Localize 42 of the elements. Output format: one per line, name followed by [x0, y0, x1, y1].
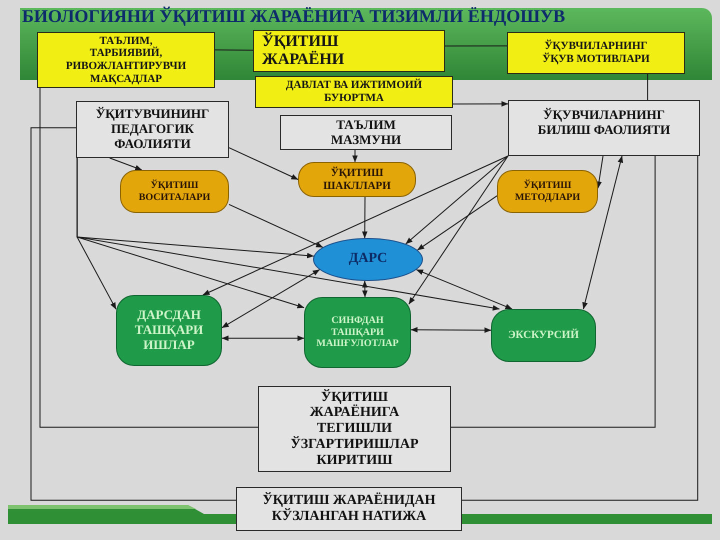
process-box: ТАЪЛИМ МАЗМУНИ — [280, 115, 452, 150]
arrow — [202, 156, 508, 296]
arrow — [417, 195, 498, 251]
process-box: ТАЪЛИМ, ТАРБИЯВИЙ, РИВОЖЛАНТИРУВЧИ МАҚСАДЛАР — [37, 32, 215, 88]
process-box: ЎҚИТИШ ЖАРАЁНИ — [253, 30, 445, 72]
arrow — [408, 156, 508, 305]
arrow — [362, 196, 368, 238]
double-arrow — [410, 326, 492, 333]
double-arrow — [222, 335, 304, 342]
process-box: ЎҚИТИШ ЖАРАЁНИДАН КЎЗЛАНГАН НАТИЖА — [236, 487, 462, 531]
arrow — [452, 101, 508, 107]
process-box: ЎҚУВЧИЛАРНИНГ ЎҚУВ МОТИВЛАРИ — [507, 32, 685, 74]
double-arrow — [222, 269, 320, 328]
connector-line — [450, 156, 656, 428]
connector-line — [444, 45, 508, 46]
ellipse-node: ДАРС — [313, 238, 423, 281]
rounded-box: ЎҚИТИШ ВОСИТАЛАРИ — [120, 170, 229, 213]
double-arrow — [416, 269, 512, 310]
arrow — [405, 156, 508, 244]
title: БИОЛОГИЯНИ ЎҚИТИШ ЖАРАЁНИГА ТИЗИМЛИ ЁНДОШУВ — [22, 6, 566, 28]
rounded-box: ЎҚИТИШ МЕТОДЛАРИ — [497, 170, 598, 213]
arrow — [228, 147, 298, 180]
rounded-box: ДАРСДАН ТАШҚАРИ ИШЛАР — [116, 295, 222, 366]
connector-line — [647, 74, 648, 100]
rounded-box: СИНФДАН ТАШҚАРИ МАШҒУЛОТЛАР — [304, 297, 411, 368]
process-box: ЎҚИТИШ ЖАРАЁНИГА ТЕГИШЛИ ЎЗГАРТИРИШЛАР КИРИТИШ — [258, 386, 451, 472]
process-box: ЎҚИТУВЧИНИНГ ПЕДАГОГИК ФАОЛИЯТИ — [76, 101, 229, 158]
process-box: ЎҚУВЧИЛАРНИНГ БИЛИШ ФАОЛИЯТИ — [508, 100, 700, 156]
connector-line — [462, 156, 698, 501]
connector-line — [40, 88, 258, 428]
arrow — [596, 156, 604, 189]
connector-line — [214, 49, 254, 51]
rounded-box: ЭКСКУРСИЙ — [491, 309, 596, 362]
double-arrow — [582, 156, 624, 310]
double-arrow — [362, 280, 368, 298]
arrow — [76, 158, 500, 311]
arrow — [352, 150, 358, 162]
arrow — [109, 158, 142, 170]
connector-line — [30, 127, 236, 501]
process-box: ДАВЛАТ ВА ИЖТИМОИЙ БУЮРТМА — [255, 76, 453, 108]
rounded-box: ЎҚИТИШ ШАКЛЛАРИ — [298, 162, 416, 197]
arrow — [228, 204, 324, 248]
